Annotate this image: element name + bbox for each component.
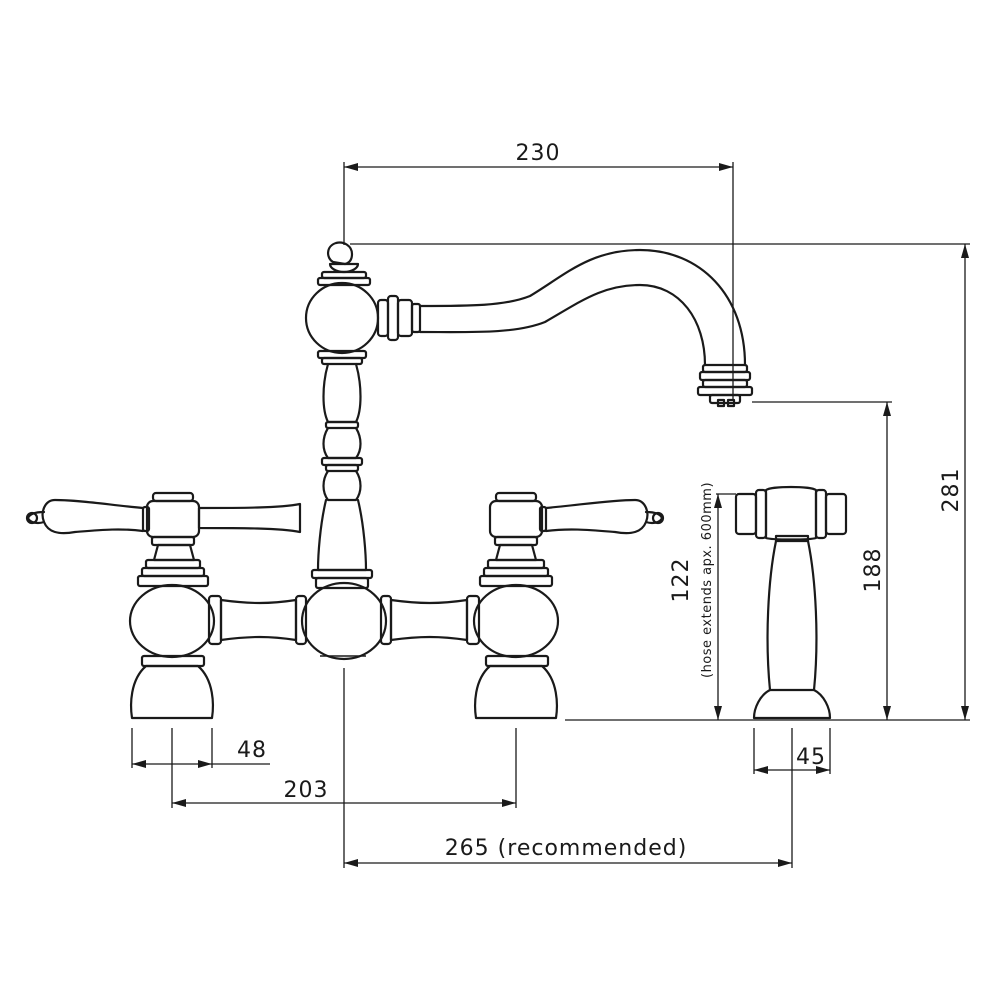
dimension-spray-distance: 265 (recommended) <box>343 668 793 868</box>
label-spray-distance: 265 (recommended) <box>445 836 688 861</box>
bridge-arms <box>207 594 481 646</box>
dimension-total-height: 281 <box>350 243 970 720</box>
left-valve <box>128 491 302 720</box>
central-finial <box>316 241 372 287</box>
dimension-handle-width: 48 <box>131 728 270 768</box>
central-ball <box>304 281 380 355</box>
right-valve <box>472 491 560 720</box>
label-spray-base: 45 <box>796 745 826 770</box>
side-spray <box>734 485 848 720</box>
dimension-lines: 230 281 188 122 (hose extends apx. 600mm… <box>131 141 970 868</box>
label-spout-reach: 230 <box>516 141 561 166</box>
central-lower-ball <box>300 581 388 661</box>
left-lever <box>25 498 145 535</box>
dimension-spout-height: 188 <box>752 401 892 720</box>
label-total-height: 281 <box>939 468 964 513</box>
label-tap-centres: 203 <box>284 778 329 803</box>
label-spout-height: 188 <box>861 548 886 593</box>
central-column <box>310 362 374 590</box>
right-lever <box>544 498 665 535</box>
dimension-spout-reach: 230 <box>343 141 734 400</box>
label-spray-height: 122 <box>669 558 694 603</box>
label-handle-width: 48 <box>237 738 267 763</box>
dimension-spray-height: 122 (hose extends apx. 600mm) <box>669 482 736 720</box>
spout <box>376 248 754 408</box>
label-hose-note: (hose extends apx. 600mm) <box>700 482 715 678</box>
dimension-spray-base: 45 <box>753 728 831 774</box>
faucet-drawing <box>25 241 970 721</box>
